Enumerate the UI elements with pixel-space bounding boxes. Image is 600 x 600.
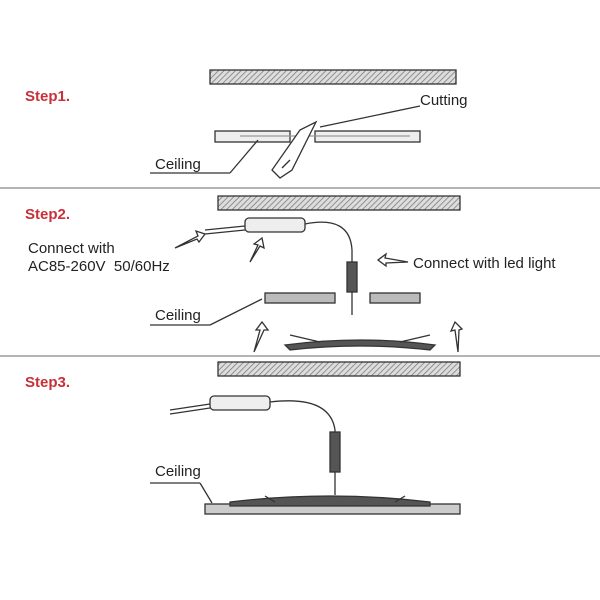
connect-led-label: Connect with led light xyxy=(413,255,556,272)
led-driver-icon xyxy=(169,395,341,495)
ceiling-label: Ceiling xyxy=(155,156,201,173)
cutting-label: Cutting xyxy=(420,92,468,109)
voltage-value: AC85-260V xyxy=(28,258,106,275)
slab-hatched xyxy=(217,195,461,211)
slab-hatched xyxy=(217,361,461,377)
led-driver-icon xyxy=(204,217,358,315)
voltage-label: AC85-260V 50/60Hz xyxy=(28,258,170,275)
connect-with-label: Connect with xyxy=(28,240,115,257)
frequency-value: 50/60Hz xyxy=(113,258,170,275)
led-panel-icon xyxy=(283,334,437,351)
step2-title: Step2. xyxy=(25,206,71,223)
led-panel-icon xyxy=(229,495,431,507)
ceiling-board xyxy=(214,130,421,143)
ceiling-board xyxy=(264,292,421,304)
step1-title: Step1. xyxy=(25,88,71,105)
ceiling-label: Ceiling xyxy=(155,307,201,324)
arrow-icon xyxy=(174,229,464,353)
ceiling-label: Ceiling xyxy=(155,463,201,480)
cutting-tool-icon xyxy=(271,120,318,179)
slab-hatched xyxy=(209,69,457,85)
step3-title: Step3. xyxy=(25,374,71,391)
